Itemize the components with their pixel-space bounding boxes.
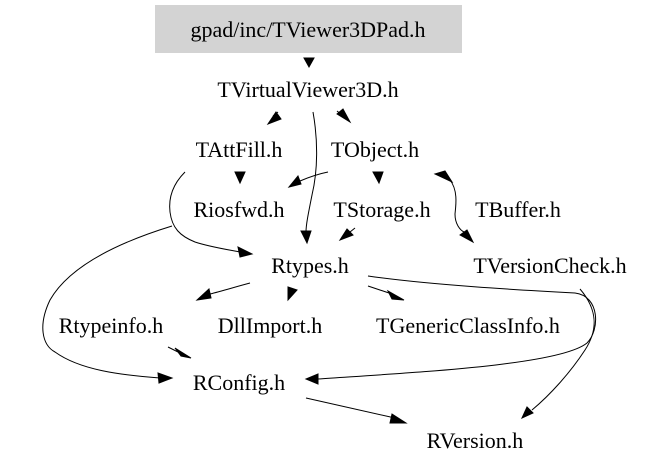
edge-root-tvirtualviewer3d [303, 57, 315, 69]
edge-tbuffer-tobject [433, 170, 454, 184]
edge-tobject-tversioncheck [449, 179, 475, 244]
node-tattfill[interactable]: TAttFill.h [196, 137, 283, 162]
node-tgenericclassinfo[interactable]: TGenericClassInfo.h [376, 313, 560, 338]
edge-tversioncheck-rversion [520, 288, 595, 420]
node-tobject[interactable]: TObject.h [331, 137, 419, 162]
node-rtypeinfo[interactable]: Rtypeinfo.h [59, 313, 164, 338]
node-rconfig[interactable]: RConfig.h [193, 370, 285, 395]
node-tbuffer[interactable]: TBuffer.h [475, 197, 561, 222]
edge-tobject-tstorage [372, 171, 384, 185]
node-rtypes[interactable]: Rtypes.h [271, 253, 349, 278]
edge-tobject-riosfwd [287, 171, 329, 188]
node-dllimport[interactable]: DllImport.h [218, 313, 323, 338]
edge-rtypeinfo-rconfig [167, 346, 192, 359]
node-tstorage[interactable]: TStorage.h [333, 197, 430, 222]
node-rversion[interactable]: RVersion.h [427, 428, 524, 453]
edge-tattfill-rtypes [169, 171, 254, 258]
node-root[interactable]: gpad/inc/TViewer3DPad.h [190, 17, 425, 42]
edge-tvirtualviewer3d-tattfill [266, 111, 282, 126]
root-node-box[interactable] [155, 5, 462, 53]
edge-tvirtualviewer3d-rtypes [300, 111, 318, 245]
edge-rconfig-rversion [305, 397, 408, 424]
node-riosfwd[interactable]: Riosfwd.h [193, 197, 284, 222]
edge-rtypes-tgenericclassinfo [367, 285, 405, 301]
edge-rtypes-rtypeinfo [195, 282, 251, 301]
edge-tvirtualviewer3d-tobject [336, 108, 352, 124]
edge-tattfill-rconfig [42, 225, 174, 384]
node-tvirtualviewer3d[interactable]: TVirtualViewer3D.h [217, 77, 398, 102]
edge-rtypes-rconfig [304, 275, 597, 385]
edge-rtypes-dllimport [287, 286, 298, 302]
edge-tattfill-riosfwd [234, 171, 246, 185]
edge-tstorage-rtypes [338, 227, 356, 242]
node-tversioncheck[interactable]: TVersionCheck.h [473, 253, 626, 278]
